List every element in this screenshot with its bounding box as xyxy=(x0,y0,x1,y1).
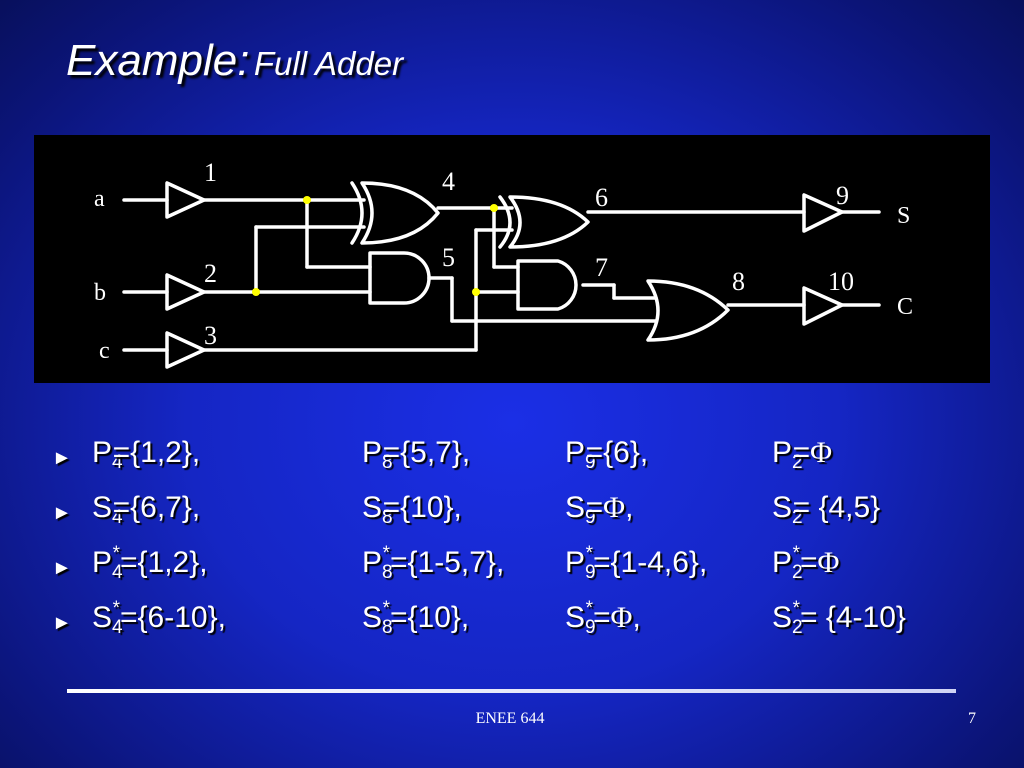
bullet-marker-icon: ► xyxy=(52,447,72,469)
xor-gate-4 xyxy=(360,181,440,245)
set-expression: S8={10}, xyxy=(362,491,462,528)
set-expression: S4={6,7}, xyxy=(92,491,201,528)
buffer-9 xyxy=(802,193,844,233)
bullet-row: ► S4={6,7}, S8={10}, S9=Φ, S2= {4,5} xyxy=(52,493,992,548)
set-expression: S4*={6-10}, xyxy=(92,598,226,638)
circuit-diagram xyxy=(122,181,881,369)
set-expression: P8={5,7}, xyxy=(362,436,471,473)
node-number-2: 2 xyxy=(204,259,217,288)
bullet-list: ► P4={1,2}, P8={5,7}, P9={6}, P2=Φ ► S4=… xyxy=(52,438,992,658)
input-label-a: a xyxy=(94,186,105,212)
footer-course-name: ENEE 644 xyxy=(475,710,545,727)
set-expression: S9=Φ, xyxy=(565,491,634,528)
buffer-3 xyxy=(165,331,206,369)
set-expression: S2= {4,5} xyxy=(772,491,881,528)
bullet-row: ► P4*={1,2}, P8*={1-5,7}, P9*={1-4,6}, P… xyxy=(52,543,992,603)
set-expression: S9*=Φ, xyxy=(565,598,641,638)
slide-title: Example: Full Adder xyxy=(66,36,403,86)
and-gate-5 xyxy=(368,251,431,305)
set-expression: S2*= {4-10} xyxy=(772,598,906,638)
title-subtitle: Full Adder xyxy=(253,45,404,82)
node-number-5: 5 xyxy=(442,243,455,272)
set-expression: P2*=Φ xyxy=(772,543,840,583)
output-label-c: C xyxy=(897,294,914,320)
node-number-10: 10 xyxy=(828,267,854,296)
junction-line-4 xyxy=(490,204,498,212)
xor6-back-curve xyxy=(498,195,512,249)
node-number-4: 4 xyxy=(442,167,455,196)
footer-divider xyxy=(67,689,956,693)
node-number-7: 7 xyxy=(595,253,608,282)
buffer-1 xyxy=(165,181,206,219)
set-expression: P4={1,2}, xyxy=(92,436,201,473)
set-expression: P9={6}, xyxy=(565,436,649,473)
page-number: 7 xyxy=(968,710,976,727)
full-adder-circuit: a b c S C 1 2 3 4 5 6 7 8 9 10 xyxy=(34,135,990,383)
node-number-3: 3 xyxy=(204,321,217,350)
title-main: Example: xyxy=(66,36,250,85)
node-number-6: 6 xyxy=(595,183,608,212)
buffer-2 xyxy=(165,273,206,311)
input-label-c: c xyxy=(99,338,110,364)
and-gate-7 xyxy=(516,259,578,311)
output-label-s: S xyxy=(897,203,911,229)
set-expression: P8*={1-5,7}, xyxy=(362,543,505,583)
or-gate-8 xyxy=(646,279,730,342)
node-number-1: 1 xyxy=(204,158,217,187)
node-number-9: 9 xyxy=(836,181,849,210)
bullet-marker-icon: ► xyxy=(52,612,72,634)
set-expression: P9*={1-4,6}, xyxy=(565,543,708,583)
input-label-b: b xyxy=(94,280,106,306)
bullet-row: ► P4={1,2}, P8={5,7}, P9={6}, P2=Φ xyxy=(52,438,992,493)
bullet-row: ► S4*={6-10}, S8*={10}, S9*=Φ, S2*= {4-1… xyxy=(52,598,992,658)
junction-line-2 xyxy=(252,288,260,296)
junction-line-3 xyxy=(472,288,480,296)
xor-gate-6 xyxy=(508,195,590,249)
bullet-marker-icon: ► xyxy=(52,502,72,524)
set-expression: P2=Φ xyxy=(772,436,833,473)
set-expression: P4*={1,2}, xyxy=(92,543,208,583)
junction-line-1 xyxy=(303,196,311,204)
set-expression: S8*={10}, xyxy=(362,598,470,638)
buffer-10 xyxy=(802,286,844,326)
node-number-8: 8 xyxy=(732,267,745,296)
xor4-back-curve xyxy=(350,181,364,245)
bullet-marker-icon: ► xyxy=(52,557,72,579)
